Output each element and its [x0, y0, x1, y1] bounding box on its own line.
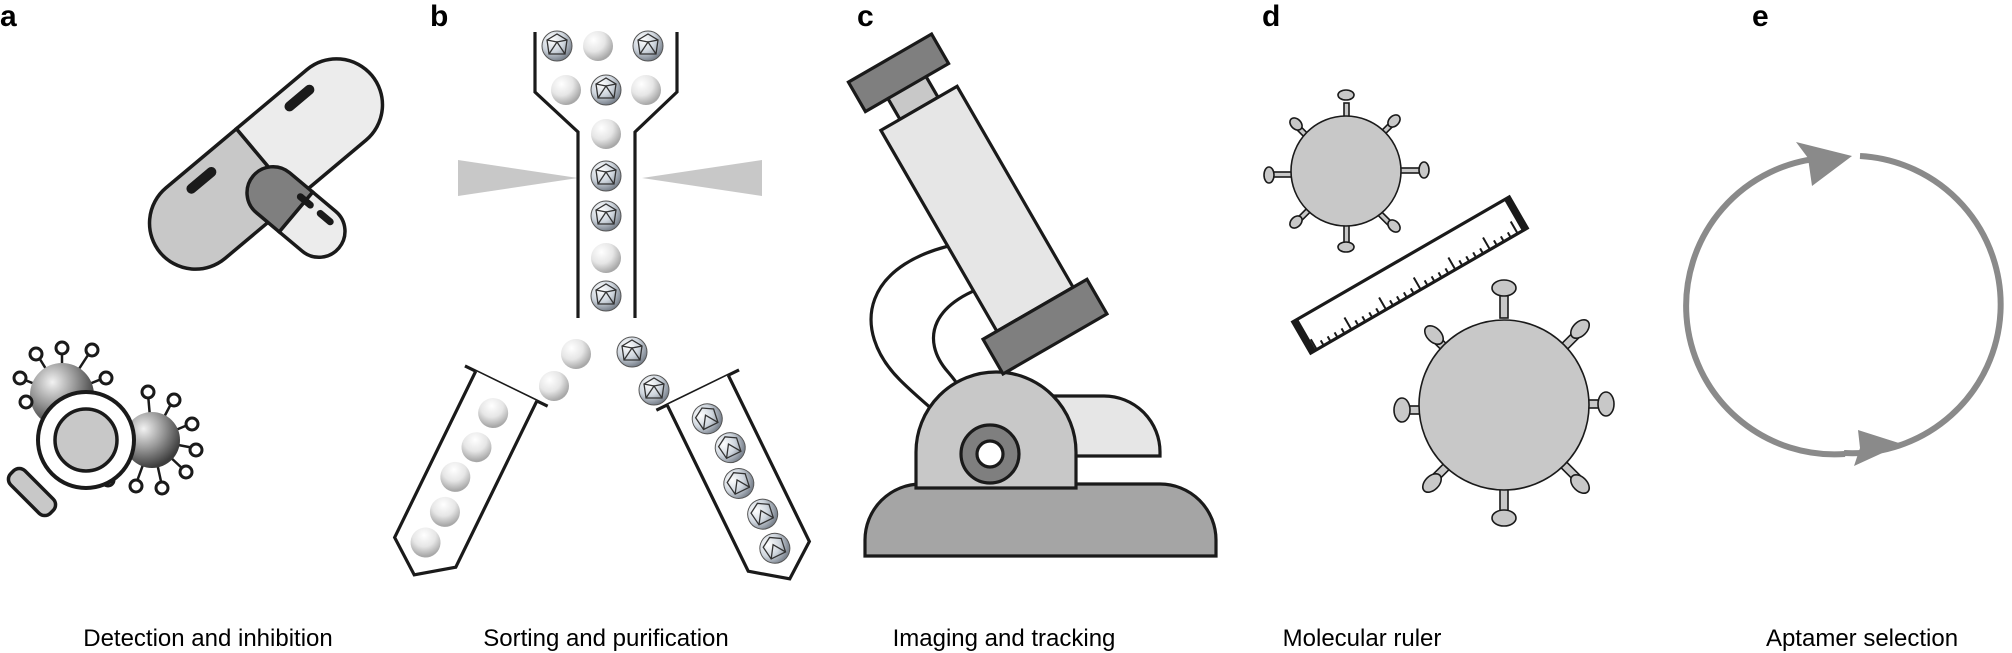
panel-caption: Imaging and tracking [893, 625, 1116, 652]
ruler-icon [1290, 194, 1530, 356]
small-capsule-icon [245, 165, 347, 259]
laser-beam-right [642, 160, 762, 196]
panel-a: a [0, 0, 385, 652]
collection-tube-left [392, 364, 549, 577]
ruler-ticks [1309, 220, 1519, 351]
laser-beam-left [458, 160, 578, 196]
arrowhead-bottom [1854, 430, 1902, 466]
capsule-pill-icon [147, 57, 385, 271]
arrowhead-top [1796, 142, 1852, 186]
panel-caption: Molecular ruler [1283, 625, 1442, 652]
microscope-icon [846, 31, 1218, 558]
panel-letter: a [0, 0, 17, 33]
flow-channel [533, 32, 679, 318]
panel-letter: e [1752, 0, 1769, 33]
panel-b: b [392, 0, 812, 652]
cage-particle-icon [541, 30, 573, 62]
collection-tube-right [655, 368, 812, 581]
panel-letter: d [1262, 0, 1280, 33]
panel-caption: Sorting and purification [483, 625, 728, 652]
panel-letter: c [857, 0, 874, 33]
sorted-particles [539, 30, 670, 406]
panel-c: c Imaging and tracking [846, 0, 1218, 652]
panel-letter: b [430, 0, 448, 33]
panel-caption: Detection and inhibition [83, 625, 333, 652]
magnifying-glass-icon [6, 390, 136, 518]
small-virus-icon [1263, 89, 1430, 253]
panel-e: e Aptamer selection [1683, 0, 2004, 652]
cycle-arrows-icon [1683, 142, 2004, 466]
panel-d: d [1262, 0, 1615, 652]
panel-caption: Aptamer selection [1766, 625, 1958, 652]
large-virus-icon [1393, 279, 1615, 527]
